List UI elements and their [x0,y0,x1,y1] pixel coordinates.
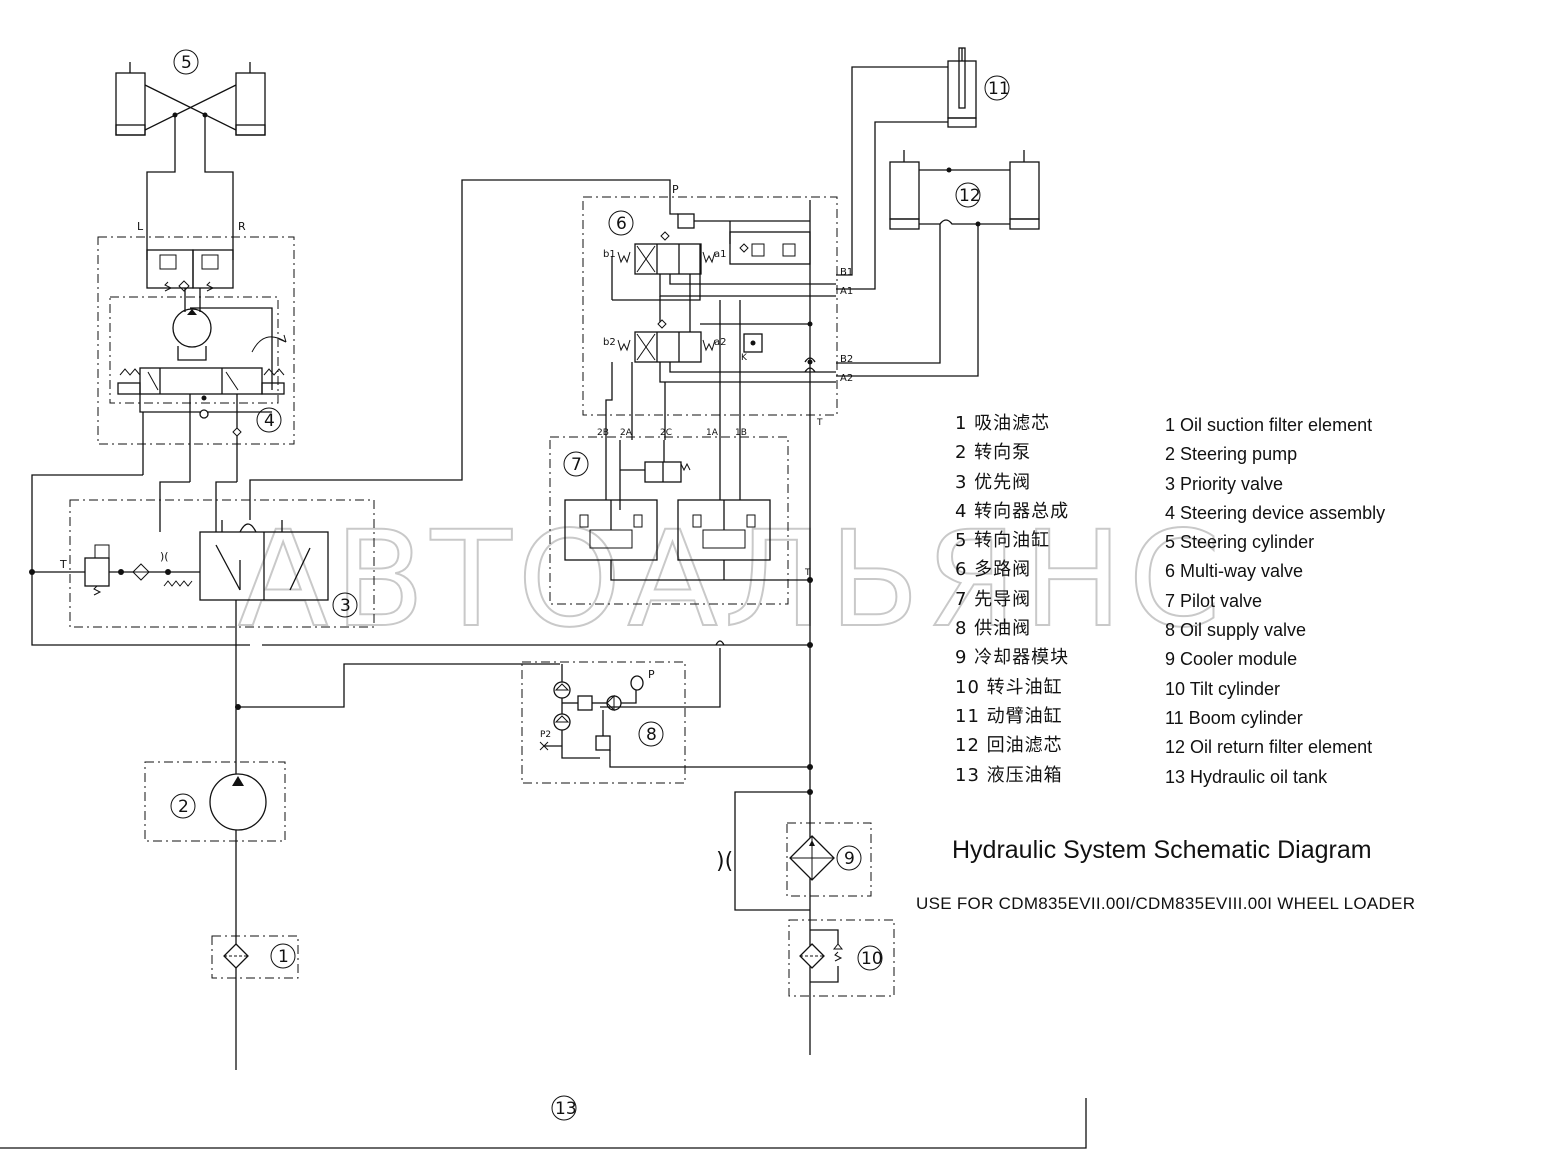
tilt-cylinders [836,150,1040,377]
legend-en-item: 10 Tilt cylinder [1165,678,1281,699]
callout-11: 11 [988,79,1010,99]
legend-cn-item: 7 先导阀 [955,588,1032,610]
port-label-P-supply: P [648,668,655,681]
port-label-2A: 2A [620,428,633,438]
legend-cn-item: 5 转向油缸 [955,530,1051,552]
legend-cn-item: 2 转向泵 [955,442,1032,464]
boom-cylinder [836,47,977,290]
legend-en-item: 13 Hydraulic oil tank [1165,766,1328,787]
legend-cn-item: 10 转斗油缸 [955,676,1063,698]
port-label-b1: b1 [603,249,616,260]
legend-en-item: 12 Oil return filter element [1165,737,1373,758]
legend-en-item: 4 Steering device assembly [1165,502,1386,523]
legend-chinese: 1 吸油滤芯 2 转向泵 3 优先阀 4 转向器总成 5 转向油缸 6 多路阀 … [955,409,1069,790]
multi-way-valve: P b1 a1 b2 a2 B1 A1 B2 A2 K T [582,183,853,440]
port-label-A1: A1 [840,286,853,297]
callout-3: 3 [340,596,351,616]
callout-9: 9 [844,849,855,869]
port-label-T-pilot: T [804,568,811,578]
port-label-B1: B1 [840,267,853,278]
trunk-lines [31,179,813,1070]
port-label-T-left: T [59,558,67,571]
pilot-valve: 2B 2A 2C 1A 1B T [549,428,811,605]
legend-cn-item: 1 吸油滤芯 [955,413,1051,434]
legend-en-item: 2 Steering pump [1165,444,1298,465]
port-label-1A: 1A [706,428,719,438]
callout-13: 13 [555,1099,577,1119]
diagram-subtitle: USE FOR CDM835EVII.00I/CDM835EVIII.00I W… [916,894,1416,913]
port-label-2C: 2C [660,428,672,438]
legend-cn-item: 9 冷却器模块 [955,647,1070,669]
svg-text:)(: )( [160,550,169,563]
legend-en-item: 8 Oil supply valve [1165,620,1307,641]
legend-en-item: 11 Boom cylinder [1165,707,1303,728]
port-label-R: R [238,220,246,233]
callout-4: 4 [264,411,275,431]
steering-unit: L R [97,220,295,482]
svg-text:)(: )( [716,849,733,874]
callout-12: 12 [959,186,981,206]
port-label-B2: B2 [840,354,853,365]
callout-10: 10 [861,949,883,969]
port-label-T-valve: T [816,418,823,428]
return-filter [788,919,895,997]
port-label-P2: P2 [540,730,551,740]
legend-en-item: 5 Steering cylinder [1165,532,1315,553]
priority-valve: T )( [29,499,375,628]
suction-filter [211,935,299,979]
legend-cn-item: 12 回油滤芯 [955,735,1063,757]
legend-cn-item: 8 供油阀 [955,618,1032,640]
port-label-L: L [137,220,144,233]
callout-5: 5 [181,53,192,73]
callout-1: 1 [278,947,289,967]
port-label-K: K [741,353,748,363]
legend-cn-item: 6 多路阀 [955,559,1032,581]
legend-en-item: 1 Oil suction filter element [1165,415,1373,435]
legend-cn-item: 3 优先阀 [955,471,1032,493]
component-number-labels: 5 4 3 2 1 13 6 7 8 9 10 11 12 [170,49,1010,1121]
legend-english: 1 Oil suction filter element 2 Steering … [1165,411,1385,792]
port-label-2B: 2B [597,428,609,438]
legend-en-item: 3 Priority valve [1165,473,1284,494]
callout-7: 7 [571,455,582,475]
callout-8: 8 [646,725,657,745]
steering-cylinders [115,62,266,260]
port-label-P: P [672,183,679,196]
port-label-1B: 1B [735,428,747,438]
cooler-module: )( [716,791,872,911]
port-label-A2: A2 [840,373,853,384]
oil-tank [0,1098,1087,1149]
oil-supply-valve: P P2 [521,661,810,784]
legend-en-item: 9 Cooler module [1165,649,1298,670]
port-label-a1: a1 [714,249,727,260]
callout-2: 2 [178,797,189,817]
legend-cn-item: 13 液压油箱 [955,764,1063,786]
legend-cn-item: 11 动臂油缸 [955,705,1063,727]
steering-pump [144,761,286,842]
legend-cn-item: 4 转向器总成 [955,500,1070,522]
diagram-title: Hydraulic System Schematic Diagram [952,836,1372,864]
legend-en-item: 6 Multi-way valve [1165,561,1304,582]
callout-6: 6 [616,214,627,234]
port-label-b2: b2 [603,337,616,348]
legend-en-item: 7 Pilot valve [1165,590,1263,611]
